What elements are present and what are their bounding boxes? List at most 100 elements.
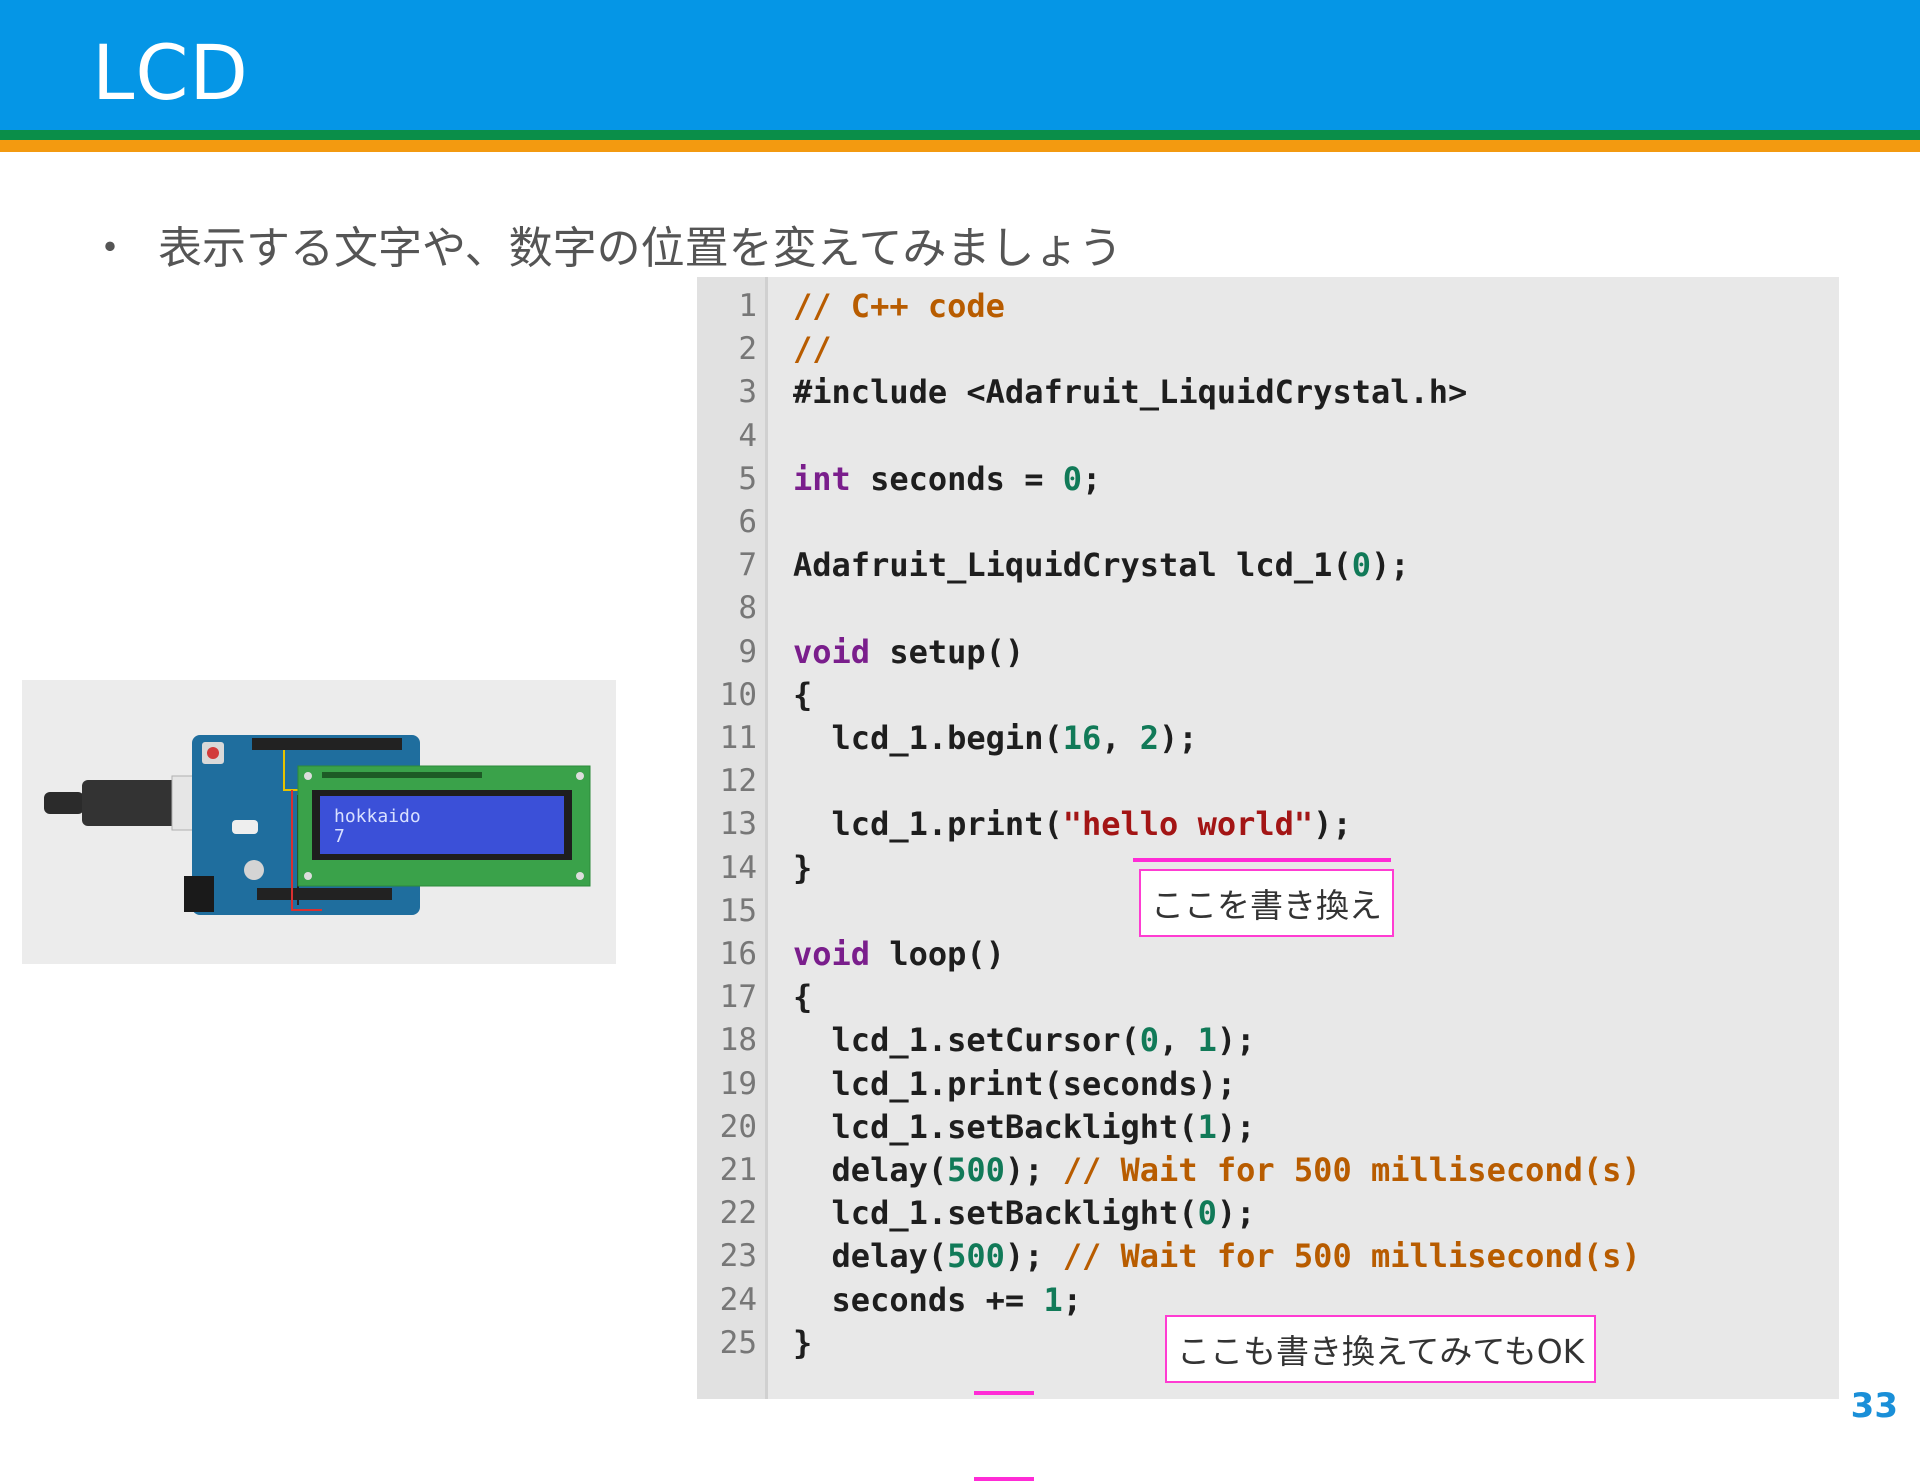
code-token: );	[1004, 1237, 1063, 1276]
header-stripe-green	[0, 130, 1920, 140]
usb-cable	[82, 780, 192, 826]
line-number: 23	[719, 1238, 757, 1275]
header-stripe-orange	[0, 140, 1920, 152]
usb-plug-tip	[44, 792, 84, 814]
reset-button-cap	[207, 747, 219, 759]
code-token: "hello world"	[1062, 805, 1314, 844]
lcd-mount-hole-bl	[304, 872, 312, 880]
line-number: 19	[719, 1065, 757, 1102]
code-line: lcd_1.setCursor(0, 1);	[793, 1019, 1256, 1062]
code-token: 16	[1062, 719, 1102, 757]
line-number: 6	[738, 504, 757, 540]
code-token: lcd_1.setBacklight(	[793, 1107, 1198, 1146]
code-token: void	[793, 632, 871, 671]
code-token: lcd_1.begin(	[793, 719, 1063, 757]
highlight-hello-world	[1133, 858, 1391, 862]
board-crystal	[232, 820, 258, 834]
callout-first: ここを書き換え	[1139, 869, 1394, 937]
bullet-dot: ・	[88, 223, 132, 274]
code-token: //	[793, 330, 832, 369]
code-token: setup()	[870, 632, 1025, 671]
line-number: 12	[719, 763, 757, 800]
page-number: 33	[1850, 1386, 1898, 1426]
line-number: 2	[738, 331, 757, 368]
code-line: lcd_1.begin(16, 2);	[793, 717, 1198, 760]
code-token: int	[793, 459, 851, 498]
slide-header: LCD	[0, 0, 1920, 130]
line-number: 15	[719, 892, 757, 929]
lcd-line-1: hokkaido	[334, 806, 421, 827]
header-pins-top	[252, 738, 402, 750]
code-token: );	[1370, 546, 1410, 585]
code-token: {	[793, 978, 813, 1017]
highlight-delay-2	[974, 1477, 1034, 1481]
line-number: 9	[738, 633, 757, 670]
code-line: delay(500); // Wait for 500 millisecond(…	[793, 1149, 1641, 1192]
lcd-mount-hole-tr	[576, 772, 584, 780]
code-line: void setup()	[793, 631, 1024, 674]
callout-second: ここも書き換えてみてもOK	[1165, 1315, 1597, 1383]
code-line: #include <Adafruit_LiquidCrystal.h>	[793, 371, 1467, 414]
code-line: lcd_1.setBacklight(1);	[793, 1106, 1256, 1149]
line-number: 14	[719, 849, 757, 886]
code-token: lcd_1.print(	[793, 805, 1063, 844]
code-token: lcd_1.print(seconds);	[793, 1064, 1237, 1103]
code-token: ,	[1159, 1021, 1198, 1060]
capacitor	[244, 860, 264, 880]
code-line: int seconds = 0;	[793, 458, 1101, 501]
code-token: 0	[1351, 546, 1371, 585]
line-number: 7	[738, 547, 757, 584]
highlight-delay-1	[974, 1391, 1034, 1395]
code-token: 1	[1197, 1021, 1217, 1060]
code-token: }	[793, 848, 813, 887]
code-token: );	[1216, 1194, 1256, 1233]
code-token: lcd_1.setBacklight(	[793, 1194, 1198, 1233]
line-number: 25	[719, 1324, 757, 1361]
header-pins-bottom	[257, 888, 392, 900]
code-token: // C++ code	[793, 287, 1005, 325]
code-token: );	[1216, 1107, 1256, 1146]
arduino-lcd-image: hokkaido 7	[22, 680, 616, 964]
code-token: seconds +=	[793, 1280, 1044, 1319]
line-number: 5	[738, 460, 757, 497]
code-token: 1	[1197, 1107, 1217, 1146]
code-token: // Wait for 500 millisecond(s)	[1062, 1237, 1641, 1276]
line-number: 13	[719, 806, 757, 843]
line-number: 3	[738, 374, 757, 411]
code-token: ,	[1101, 719, 1140, 757]
code-token: 0	[1139, 1021, 1160, 1060]
code-token: #include <Adafruit_LiquidCrystal.h>	[793, 373, 1468, 412]
code-line: }	[793, 1322, 812, 1365]
code-line: delay(500); // Wait for 500 millisecond(…	[793, 1235, 1641, 1278]
line-number: 8	[738, 590, 757, 627]
code-token: ;	[1062, 1280, 1082, 1319]
line-number: 24	[719, 1281, 757, 1318]
lcd-line-2: 7	[334, 826, 345, 847]
line-number: 21	[719, 1152, 757, 1188]
bullet-text: 表示する文字や、数字の位置を変えてみましょう	[158, 223, 1123, 274]
code-token: // Wait for 500 millisecond(s)	[1062, 1151, 1641, 1189]
code-line: lcd_1.print("hello world");	[793, 803, 1352, 846]
line-number: 11	[719, 720, 757, 756]
wire-red	[291, 790, 322, 911]
code-token: );	[1004, 1151, 1063, 1189]
line-number: 20	[719, 1108, 757, 1145]
line-number: 18	[719, 1022, 757, 1059]
line-number: 17	[719, 979, 757, 1016]
lcd-pins	[322, 772, 482, 778]
lcd-mount-hole-tl	[304, 772, 312, 780]
code-token: seconds =	[850, 459, 1063, 498]
code-line: // C++ code	[793, 285, 1005, 328]
code-token: 1	[1043, 1280, 1063, 1319]
line-number: 22	[719, 1195, 757, 1232]
code-line: }	[793, 847, 812, 890]
code-token: 2	[1139, 719, 1160, 757]
code-token: void	[793, 935, 871, 973]
code-token: {	[793, 675, 813, 714]
code-token: );	[1159, 719, 1198, 757]
code-token: );	[1216, 1021, 1256, 1060]
code-line: {	[793, 976, 812, 1019]
line-number: 16	[719, 936, 757, 972]
line-number: 4	[738, 417, 757, 454]
lcd-screen	[320, 796, 564, 854]
